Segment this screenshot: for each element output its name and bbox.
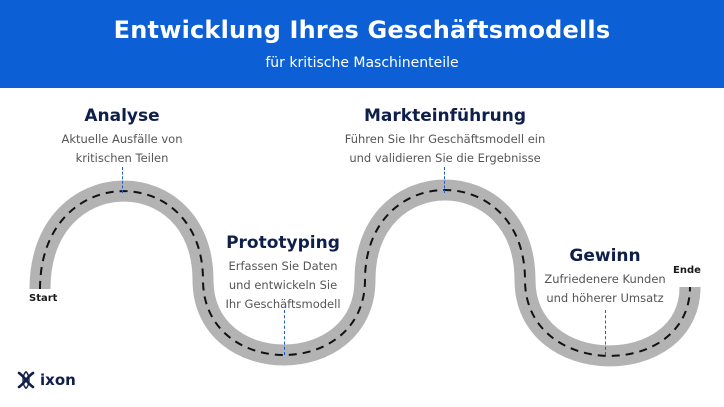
stage-description-line: Führen Sie Ihr Geschäftsmodell ein [344,132,546,146]
stage-description-line: und entwickeln Sie [228,278,338,292]
stage-description: Aktuelle Ausfälle von kritischen Teilen [22,130,222,168]
stage-description: Erfassen Sie Daten und entwickeln Sie Ih… [213,257,353,314]
header-banner: Entwicklung Ihres Geschäftsmodells für k… [0,0,724,88]
end-label: Ende [673,265,701,276]
start-label: Start [29,293,58,304]
road-center-dashes [39,189,691,357]
connector-prototyping [284,310,285,355]
page-title: Entwicklung Ihres Geschäftsmodells [113,16,611,44]
stage-analyse: Analyse Aktuelle Ausfälle von kritischen… [22,105,222,168]
stage-title: Markteinführung [363,106,527,126]
stage-title: Analyse [84,106,160,126]
stage-gewinn: Gewinn Zufriedenere Kunden und höherer U… [535,245,675,308]
stage-markteinfuehrung: Markteinführung Führen Sie Ihr Geschäfts… [320,105,570,168]
stage-description-line: Aktuelle Ausfälle von [61,132,183,146]
stage-description-line: und validieren Sie die Ergebnisse [349,151,541,165]
stage-description-line: Ihr Geschäftsmodell [225,297,341,311]
stage-description-line: und höherer Umsatz [546,291,664,305]
stage-description: Führen Sie Ihr Geschäftsmodell ein und v… [320,130,570,168]
stage-description-line: kritischen Teilen [75,151,169,165]
logo-text: ixon [40,371,76,389]
stage-description-line: Zufriedenere Kunden [544,272,666,286]
page-subtitle: für kritische Maschinenteile [265,55,459,71]
connector-gewinn [605,310,606,355]
stage-description-line: Erfassen Sie Daten [228,259,338,273]
stage-description: Zufriedenere Kunden und höherer Umsatz [535,270,675,308]
stage-title: Prototyping [226,233,340,253]
connector-markteinfuehrung [444,167,445,193]
connector-analyse [122,167,123,193]
stage-prototyping: Prototyping Erfassen Sie Daten und entwi… [213,232,353,314]
ixon-logo: ixon [16,370,76,390]
stage-title: Gewinn [569,246,641,266]
ixon-logo-icon [17,371,35,389]
